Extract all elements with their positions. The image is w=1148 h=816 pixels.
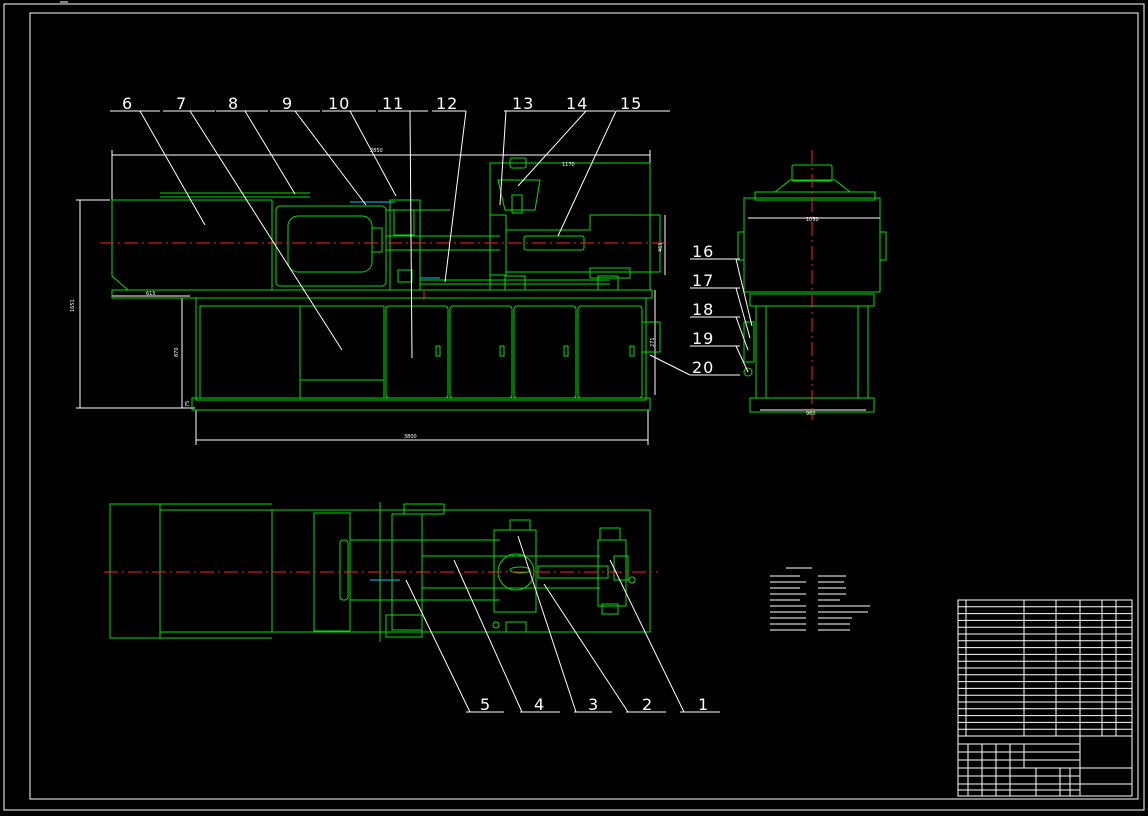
part-label-16[interactable]: 16 <box>692 242 714 261</box>
part-label-11[interactable]: 11 <box>382 94 404 113</box>
svg-text:2850: 2850 <box>370 148 383 154</box>
svg-text:1170: 1170 <box>562 162 575 168</box>
svg-text:75: 75 <box>185 401 191 407</box>
tech-spec-block <box>770 567 870 631</box>
part-label-18[interactable]: 18 <box>692 300 714 319</box>
side-view: 1050 960 <box>737 150 887 420</box>
svg-text:1651: 1651 <box>70 299 76 312</box>
svg-text:870: 870 <box>174 347 180 357</box>
svg-text:1050: 1050 <box>806 217 819 223</box>
part-labels-top: 6 7 8 9 10 11 12 13 14 15 <box>122 94 642 113</box>
svg-text:960: 960 <box>806 411 816 417</box>
part-label-9[interactable]: 9 <box>282 94 293 113</box>
svg-text:615: 615 <box>146 291 156 297</box>
part-label-8[interactable]: 8 <box>228 94 239 113</box>
part-label-3[interactable]: 3 <box>588 695 599 714</box>
part-label-15[interactable]: 15 <box>620 94 642 113</box>
title-block <box>957 599 1133 797</box>
part-label-5[interactable]: 5 <box>480 695 491 714</box>
part-label-14[interactable]: 14 <box>566 94 588 113</box>
leaders-top <box>110 110 670 359</box>
part-label-12[interactable]: 12 <box>436 94 458 113</box>
part-label-20[interactable]: 20 <box>692 358 714 377</box>
leaders-bottom <box>405 535 720 713</box>
leaders-right <box>649 258 753 376</box>
part-label-1[interactable]: 1 <box>698 695 709 714</box>
part-label-10[interactable]: 10 <box>328 94 350 113</box>
inner-frame <box>29 12 1139 800</box>
part-label-4[interactable]: 4 <box>534 695 545 714</box>
part-label-17[interactable]: 17 <box>692 271 714 290</box>
svg-text:461: 461 <box>658 242 664 252</box>
part-label-2[interactable]: 2 <box>642 695 653 714</box>
part-label-6[interactable]: 6 <box>122 94 133 113</box>
front-view: 2850 1170 3800 615 1651 870 75 461 271 <box>70 148 670 445</box>
top-view <box>104 502 658 642</box>
part-labels-bottom: 5 4 3 2 1 <box>480 695 709 714</box>
outer-frame <box>3 3 1145 811</box>
part-label-19[interactable]: 19 <box>692 329 714 348</box>
part-label-13[interactable]: 13 <box>512 94 534 113</box>
part-labels-right: 16 17 18 19 20 <box>692 242 714 377</box>
part-label-7[interactable]: 7 <box>176 94 187 113</box>
svg-text:3800: 3800 <box>404 434 417 440</box>
svg-text:271: 271 <box>650 337 656 347</box>
